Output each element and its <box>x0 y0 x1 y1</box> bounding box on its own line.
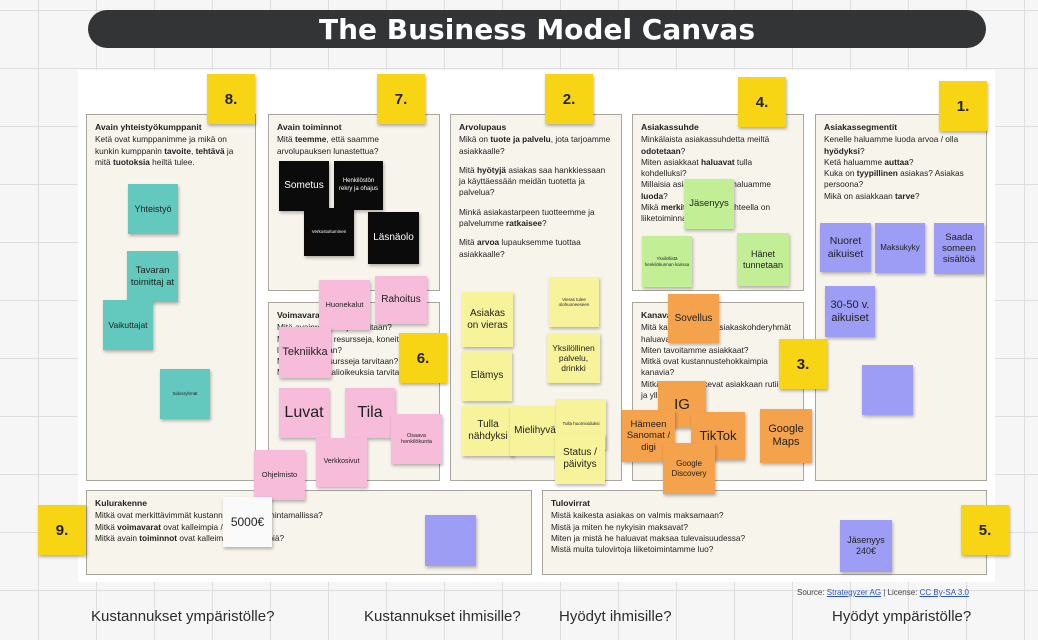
sticky-note[interactable]: Ohjelmisto <box>254 450 305 500</box>
block-text: Mitä teemme, että saamme arvolupauksen l… <box>277 134 379 156</box>
license-label: | License: <box>881 588 920 597</box>
block-heading: Avain toiminnot <box>277 122 342 132</box>
sticky-note[interactable]: Yksilöllistä henkilökunnan kanssa <box>642 236 692 287</box>
number-sticky-5: 5. <box>961 505 1009 555</box>
sticky-note[interactable]: Sidosryhmät <box>160 369 210 419</box>
strategyzer-link[interactable]: Strategyzer AG <box>826 588 882 597</box>
question-label: Kustannukset ympäristölle? <box>91 608 275 625</box>
sticky-note[interactable]: TikTok <box>691 412 745 460</box>
number-sticky-2: 2. <box>545 74 593 124</box>
sticky-note[interactable]: Jäsenyys 240€ <box>840 520 892 572</box>
sticky-note[interactable]: Tila <box>345 388 395 438</box>
question-label: Kustannukset ihmisille? <box>364 608 521 625</box>
sticky-note[interactable]: Verkostoituminen <box>304 208 354 256</box>
block-heading: Arvolupaus <box>459 122 507 132</box>
number-sticky-1: 1. <box>939 81 987 131</box>
number-sticky-4: 4. <box>738 77 786 127</box>
sticky-note[interactable]: Sovellus <box>668 294 719 343</box>
block-heading: Asiakassegmentit <box>824 122 898 132</box>
number-sticky-3: 3. <box>779 339 827 389</box>
sticky-note[interactable]: Henkilöstön rekry ja ohajus <box>334 161 383 210</box>
block-text: Mistä kaikesta asiakas on valmis maksama… <box>551 510 746 555</box>
block-text: Minkä asiakastarpeen tuotteemme ja palve… <box>459 206 595 229</box>
license-link[interactable]: CC By-SA 3.0 <box>919 588 969 597</box>
sticky-note[interactable]: Osaava henkilökunta <box>391 414 442 464</box>
number-sticky-7: 7. <box>377 74 425 124</box>
sticky-note[interactable] <box>862 365 913 415</box>
block-text: Mitä hyötyjä asiakas saa hankkiessaan ja… <box>459 164 606 198</box>
sticky-note[interactable]: Tulla nähdyksi <box>462 406 514 456</box>
sticky-note[interactable]: Sometus <box>279 161 329 211</box>
sticky-note[interactable]: Läsnäolo <box>368 212 419 264</box>
sticky-note[interactable]: Huonekalut <box>319 280 370 330</box>
sticky-note[interactable]: Asiakas on vieras <box>462 292 513 347</box>
sticky-note[interactable]: 30-50 v. aikuiset <box>825 286 875 337</box>
block-text: Mitä arvoa lupauksemme tuottaa asiakkaal… <box>459 237 581 259</box>
number-sticky-8: 8. <box>207 74 255 124</box>
source-prefix: Source: <box>797 588 827 597</box>
sticky-note[interactable]: Elämys <box>462 351 512 401</box>
question-label: Hyödyt ihmisille? <box>559 608 672 625</box>
block-text: Ketä ovat kumppanimme ja mikä on kunkin … <box>95 134 234 167</box>
sticky-note[interactable]: 5000€ <box>223 497 272 547</box>
block-heading: Asiakassuhde <box>641 122 699 132</box>
sticky-note[interactable]: Maksukyky <box>875 223 925 273</box>
sticky-note[interactable]: Vieras tulee olohuoneeseen <box>549 277 599 327</box>
block-heading: Tulovirrat <box>551 498 590 508</box>
sticky-note[interactable]: Tekniikka <box>279 327 331 378</box>
block-revenue-streams: Tulovirrat Mistä kaikesta asiakas on val… <box>542 490 987 575</box>
number-sticky-9: 9. <box>38 505 86 555</box>
sticky-note[interactable]: Status / päivitys <box>555 434 605 484</box>
sticky-note[interactable]: Google Discovery <box>663 443 715 494</box>
source-credit: Source: Strategyzer AG | License: CC By-… <box>797 588 969 597</box>
block-text: Kenelle haluamme luoda arvoa / olla hyöd… <box>824 134 964 201</box>
block-heading: Voimavarat <box>277 310 323 320</box>
block-heading: Kulurakenne <box>95 498 148 508</box>
sticky-note[interactable]: Nuoret aikuiset <box>820 223 871 272</box>
block-heading: Kanavat <box>641 310 675 320</box>
sticky-note[interactable]: Rahoitus <box>375 276 427 324</box>
sticky-note[interactable]: Vaikuttajat <box>103 300 153 350</box>
sticky-note[interactable]: Tavaran toimittaj at <box>127 251 178 302</box>
sticky-note[interactable]: Yhteistyö <box>128 184 178 234</box>
page-title: The Business Model Canvas <box>88 10 986 48</box>
sticky-note[interactable]: Mielihyvä <box>510 406 560 456</box>
sticky-note[interactable]: Google Maps <box>760 409 812 463</box>
sticky-note[interactable]: Yksilöllinen palvelu, drinkki <box>547 333 600 383</box>
sticky-note[interactable]: Hänet tunnetaan <box>737 233 789 286</box>
sticky-note[interactable]: Saada someen sisältöä <box>934 223 984 274</box>
sticky-note[interactable] <box>425 515 476 566</box>
number-sticky-6: 6. <box>399 333 447 383</box>
block-text: Mikä on tuote ja palvelu, jota tarjoamme… <box>459 134 611 156</box>
sticky-note[interactable]: Jäsenyys <box>684 179 734 229</box>
question-label: Hyödyt ympäristölle? <box>832 608 972 625</box>
sticky-note[interactable]: Verkkosivut <box>316 438 367 487</box>
block-heading: Avain yhteistyökumppanit <box>95 122 202 132</box>
sticky-note[interactable]: Luvat <box>279 388 329 438</box>
